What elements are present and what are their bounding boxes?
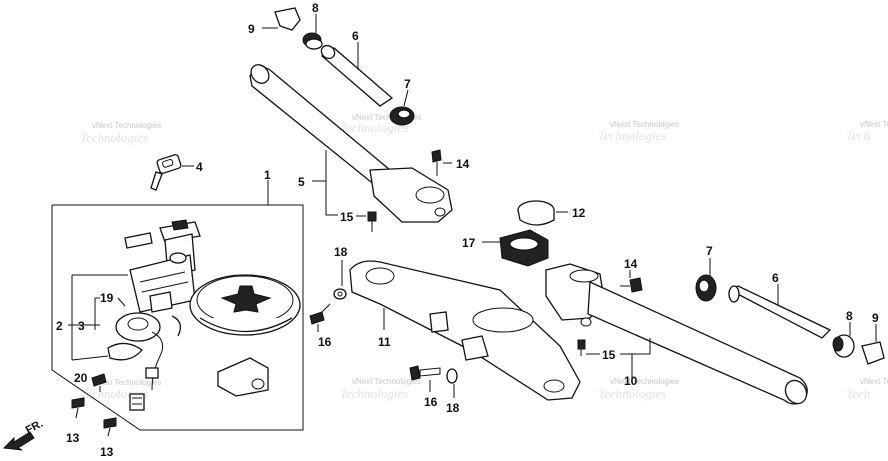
watermark-3: vNext Technologies xyxy=(610,120,679,129)
watermark-5: vNext Technologies xyxy=(92,378,161,387)
watermark-2: vNext Technologies xyxy=(352,113,421,122)
watermark-shadow: Tech xyxy=(846,128,870,143)
left-handlebar xyxy=(249,64,453,223)
callout-7-upper: 7 xyxy=(404,77,411,91)
watermark-shadow: Tech xyxy=(846,386,870,401)
front-direction-arrow: FR. xyxy=(2,418,45,451)
watermark-1: vNext Technologies xyxy=(92,121,161,130)
watermark-8: vNext Technologies xyxy=(860,377,888,386)
washer-lower-18 xyxy=(446,368,458,398)
callout-19: 19 xyxy=(100,291,114,305)
callout-1: 1 xyxy=(264,168,271,182)
callout-16-left: 16 xyxy=(318,335,332,349)
cap-12 xyxy=(517,200,568,226)
bolt-left-16 xyxy=(309,303,331,332)
callout-10: 10 xyxy=(624,374,638,388)
callout-11: 11 xyxy=(378,335,391,349)
bolts-left xyxy=(71,373,117,437)
front-direction-label: FR. xyxy=(24,418,45,437)
callout-20: 20 xyxy=(74,371,88,385)
callout-numbers: 1 2 3 4 5 6 6 7 7 8 8 9 9 10 11 12 13 13… xyxy=(56,1,879,459)
watermark-shadow: Technologies xyxy=(340,386,408,401)
callout-4: 4 xyxy=(196,160,203,174)
callout-5: 5 xyxy=(298,175,305,189)
watermark-shadow: Technologies xyxy=(598,386,666,401)
ignition-kit-enclosure xyxy=(51,180,304,431)
ignition-cover-plate xyxy=(189,274,301,336)
bolt-lower-16 xyxy=(409,365,441,392)
callout-15-upper: 15 xyxy=(340,210,354,224)
bolt-upper-14 xyxy=(431,149,452,176)
callout-7-right: 7 xyxy=(706,244,713,258)
callout-2: 2 xyxy=(56,319,63,333)
callout-18-upper: 18 xyxy=(334,245,348,259)
callout-14-upper: 14 xyxy=(456,157,470,171)
ignition-switch xyxy=(124,219,201,313)
callout-12: 12 xyxy=(572,206,586,220)
watermark-shadow: Technologies xyxy=(340,120,408,135)
callout-8-right: 8 xyxy=(846,309,853,323)
end-weight-right xyxy=(695,258,717,302)
bolt-lower-15 xyxy=(577,338,651,380)
callout-13-right: 13 xyxy=(100,445,114,459)
grip-tube-right xyxy=(728,284,832,339)
watermark-shadow: Technologies xyxy=(598,128,666,143)
callout-14-lower: 14 xyxy=(624,257,638,271)
watermark-7: vNext Technologies xyxy=(610,377,679,386)
watermarks: Technologies vNext Technologies Technolo… xyxy=(80,113,888,401)
watermark-shadow: Technologies xyxy=(80,130,148,145)
nut-17 xyxy=(482,229,549,267)
collar-right xyxy=(832,322,855,358)
collar-upper xyxy=(302,14,323,50)
grip-tube-upper xyxy=(320,42,394,107)
switch-subassembly xyxy=(107,312,182,411)
callout-9-upper: 9 xyxy=(248,22,255,36)
key-part xyxy=(150,154,194,191)
end-clip-right xyxy=(861,324,885,365)
top-bridge xyxy=(349,260,581,401)
callout-6-right: 6 xyxy=(772,271,779,285)
callout-16-lower: 16 xyxy=(424,395,438,409)
switch-bracket xyxy=(217,357,269,397)
callout-3: 3 xyxy=(78,319,85,333)
callout-6-upper: 6 xyxy=(352,29,359,43)
bolt-lower-14 xyxy=(620,270,643,293)
callout-lines-left xyxy=(68,274,128,361)
watermark-6: vNext Technologies xyxy=(352,377,421,386)
callout-8-upper: 8 xyxy=(312,1,319,15)
callout-13-left: 13 xyxy=(66,431,80,445)
watermark-4: vNext Technologies xyxy=(860,120,888,129)
callout-9-right: 9 xyxy=(872,311,879,325)
right-handlebar xyxy=(545,263,808,405)
nut-upper-18 xyxy=(333,260,347,300)
callout-15-lower: 15 xyxy=(602,348,616,362)
bolt-upper-15 xyxy=(356,211,377,232)
callout-17: 17 xyxy=(462,236,476,250)
end-clip-upper xyxy=(262,7,301,31)
end-weight-upper xyxy=(389,89,415,126)
callout-18-lower: 18 xyxy=(446,401,460,415)
